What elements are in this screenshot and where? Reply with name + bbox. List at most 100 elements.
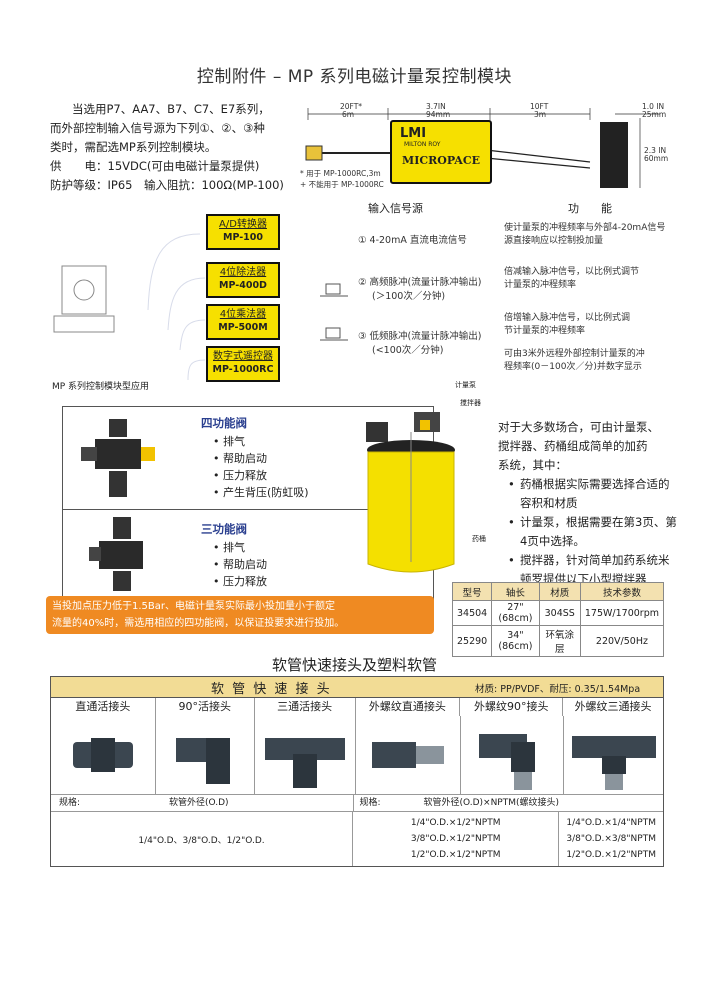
controller-mp-100: A/D转换器 MP-100 [206, 214, 280, 250]
diagram-note: + 不能用于 MP-1000RC [300, 180, 384, 189]
product-name: MICROPACE [402, 154, 480, 167]
spec-text: 软管外径(O.D) [169, 798, 229, 808]
section-title: 软管快速接头及塑料软管 [271, 656, 437, 674]
male-straight-icon [356, 716, 461, 794]
column-header: 外螺纹三通接头 [574, 700, 652, 713]
desc-list: 药桶根据实际需要选择合适的容积和材质 计量泵，根据需要在第3页、第4页中选择。 … [498, 475, 678, 589]
table-cell: 304SS [538, 600, 581, 626]
column-header: 外螺纹直通接头 [356, 698, 461, 716]
note-line: 当投加点压力低于1.5Bar、电磁计量泵实际最小投加量小于额定 [52, 601, 336, 612]
signal-2a: ② 高频脉冲(流量计脉冲输出) [358, 277, 482, 288]
controller-mp-500m: 4位乘法器 MP-500M [206, 304, 280, 340]
desc-line: 搅拌器、药桶组成简单的加药 [498, 439, 648, 453]
male-tee-icon [564, 716, 664, 794]
controller-mp-400d: 4位除法器 MP-400D [206, 262, 280, 298]
column-header: 型号 [451, 582, 493, 601]
dim-label: 60mm [644, 154, 669, 163]
list-item: 计量泵，根据需要在第3页、第4页中选择。 [508, 513, 678, 551]
male-elbow-icon [461, 716, 564, 794]
column-header: 材质 [538, 582, 581, 601]
dim-label: 94mm [426, 110, 451, 119]
mixer-spec-table: 型号 轴长 材质 技术参数 34504 27"(68cm) 304SS 175W… [451, 582, 665, 657]
four-valve-list: 排气 帮助启动 压力释放 产生背压(防虹吸) [213, 433, 309, 501]
list-item: 压力释放 [213, 467, 309, 484]
list-item: 排气 [213, 539, 267, 556]
dim-label: 6m [342, 110, 355, 119]
table-cell: 175W/1700rpm [579, 600, 665, 626]
spec-row: 规格: 软管外径(O.D) 规格: 软管外径(O.D)×NPTM(螺纹接头) [51, 794, 663, 811]
size-rows: 1/4"O.D、3/8"O.D、1/2"O.D. 1/4"O.D.×1/2"NP… [51, 811, 663, 866]
fittings-header: 软 管 快 速 接 头 材质: PP/PVDF、耐压: 0.35/1.54Mpa [51, 677, 663, 697]
three-function-valve-icon [89, 517, 143, 591]
four-valve-title: 四功能阀 [201, 416, 247, 430]
three-valve-list: 排气 帮助启动 压力释放 [213, 539, 267, 590]
note-line: 流量的40%时，需选用相应的四功能阀，以保证投要求进行投加。 [52, 618, 345, 629]
size-mid: 1/4"O.D.×1/2"NPTM 3/8"O.D.×1/2"NPTM 1/2"… [353, 812, 560, 866]
dim-label: 3m [534, 110, 547, 119]
controller-model: MP-500M [218, 322, 268, 333]
signal-header: 输入信号源 [368, 202, 423, 215]
list-item: 产生背压(防虹吸) [213, 484, 309, 501]
table-cell: 220V/50Hz [579, 625, 665, 657]
function-line: 可由3米外远程外部控制计量泵的冲 [504, 349, 645, 359]
size-left: 1/4"O.D、3/8"O.D、1/2"O.D. [51, 812, 354, 866]
table-header-row: 型号 轴长 材质 技术参数 [451, 582, 665, 601]
function-line: 倍减输入脉冲信号，以比例式调节 [504, 267, 640, 277]
divider [63, 509, 433, 510]
function-line: 节计量泵的冲程频率 [504, 326, 586, 336]
connection-curves [53, 233, 206, 381]
controller-model: MP-100 [222, 232, 264, 243]
table-row: 34504 27"(68cm) 304SS 175W/1700rpm [451, 600, 665, 626]
chemical-tank-icon [366, 412, 455, 573]
intro-line: 类时，需配选MP系列控制模块。 [50, 140, 217, 154]
signal-2b: (＞100次／分钟) [372, 291, 446, 302]
dim-label: 2.3 IN [644, 146, 667, 155]
function-line: 源直接响应以控制投加量 [504, 236, 604, 246]
list-item: 帮助启动 [213, 556, 267, 573]
protection-spec: 防护等级：IP65 输入阻抗：100Ω(MP-100) [50, 178, 284, 192]
system-description: 对于大多数场合，可由计量泵、 搅拌器、药桶组成简单的加药 系统，其中： 药桶根据… [498, 418, 678, 589]
brand-logo: LMI [400, 126, 427, 141]
size-value: 1/4"O.D.×1/2"NPTM [410, 818, 501, 828]
fittings-columns: 直通活接头 90°活接头 三通活接头 外螺纹直通接头 外螺纹90°接头 外螺纹三… [51, 697, 663, 716]
list-item: 排气 [213, 433, 309, 450]
desc-line: 对于大多数场合，可由计量泵、 [498, 420, 659, 434]
controller-name: 数字式遥控器 [213, 351, 273, 362]
intro-text: 当选用P7、AA7、B7、C7、E7系列， 而外部控制输入信号源为下列①、②、③… [50, 100, 300, 195]
table-cell: 25290 [451, 625, 493, 657]
flowmeter-icon [320, 327, 348, 341]
spec-left: 规格: 软管外径(O.D) [51, 795, 354, 811]
micropace-module: LMI MILTON ROY MICROPACE [390, 120, 492, 184]
list-item: 药桶根据实际需要选择合适的容积和材质 [508, 475, 678, 513]
spec-label: 规格: [59, 798, 81, 808]
valve-box: 四功能阀 排气 帮助启动 压力释放 产生背压(防虹吸) 三功能阀 排气 帮助启动… [62, 406, 434, 626]
dim-label: 20FT* [340, 102, 363, 111]
fittings-table: 软 管 快 速 接 头 材质: PP/PVDF、耐压: 0.35/1.54Mpa… [50, 676, 664, 867]
fittings-heading: 软 管 快 速 接 头 [211, 682, 332, 697]
table-row: 25290 34"(86cm) 环氧涂层 220V/50Hz [451, 625, 665, 657]
spec-text: 软管外径(O.D)×NPTM(螺纹接头) [423, 798, 560, 808]
controller-model: MP-400D [219, 280, 267, 291]
table-cell: 34504 [451, 600, 493, 626]
list-item: 帮助启动 [213, 450, 309, 467]
signal-3b: (<100次／分钟) [372, 345, 444, 356]
size-value: 1/2"O.D.×1/2"NPTM [410, 850, 501, 860]
function-4: 可由3米外远程外部控制计量泵的冲 程频率(0－100次／分)并数字显示 [504, 348, 645, 374]
fittings-material: 材质: PP/PVDF、耐压: 0.35/1.54Mpa [475, 684, 641, 695]
dim-label: 3.7IN [426, 102, 446, 111]
pump-label: 计量泵 [455, 381, 476, 389]
mp-caption: MP 系列控制模块型应用 [52, 382, 150, 392]
desc-line: 系统，其中： [498, 458, 567, 472]
column-header: 外螺纹90°接头 [460, 698, 564, 716]
flowmeter-icon [320, 283, 348, 297]
function-line: 程频率(0－100次／分)并数字显示 [504, 362, 642, 372]
fittings-images [51, 716, 663, 794]
signal-3a: ③ 低频脉冲(流量计脉冲输出) [358, 331, 482, 342]
intro-line: 而外部控制输入信号源为下列①、②、③种 [50, 121, 265, 135]
spec-label: 规格: [359, 798, 381, 808]
elbow-union-icon [156, 716, 255, 794]
size-value: 1/2"O.D.×1/2"NPTM [566, 850, 656, 860]
controller-name: 4位除法器 [219, 267, 267, 278]
spec-right: 规格: 软管外径(O.D)×NPTM(螺纹接头) [354, 795, 664, 811]
dim-label: 25mm [642, 110, 667, 119]
